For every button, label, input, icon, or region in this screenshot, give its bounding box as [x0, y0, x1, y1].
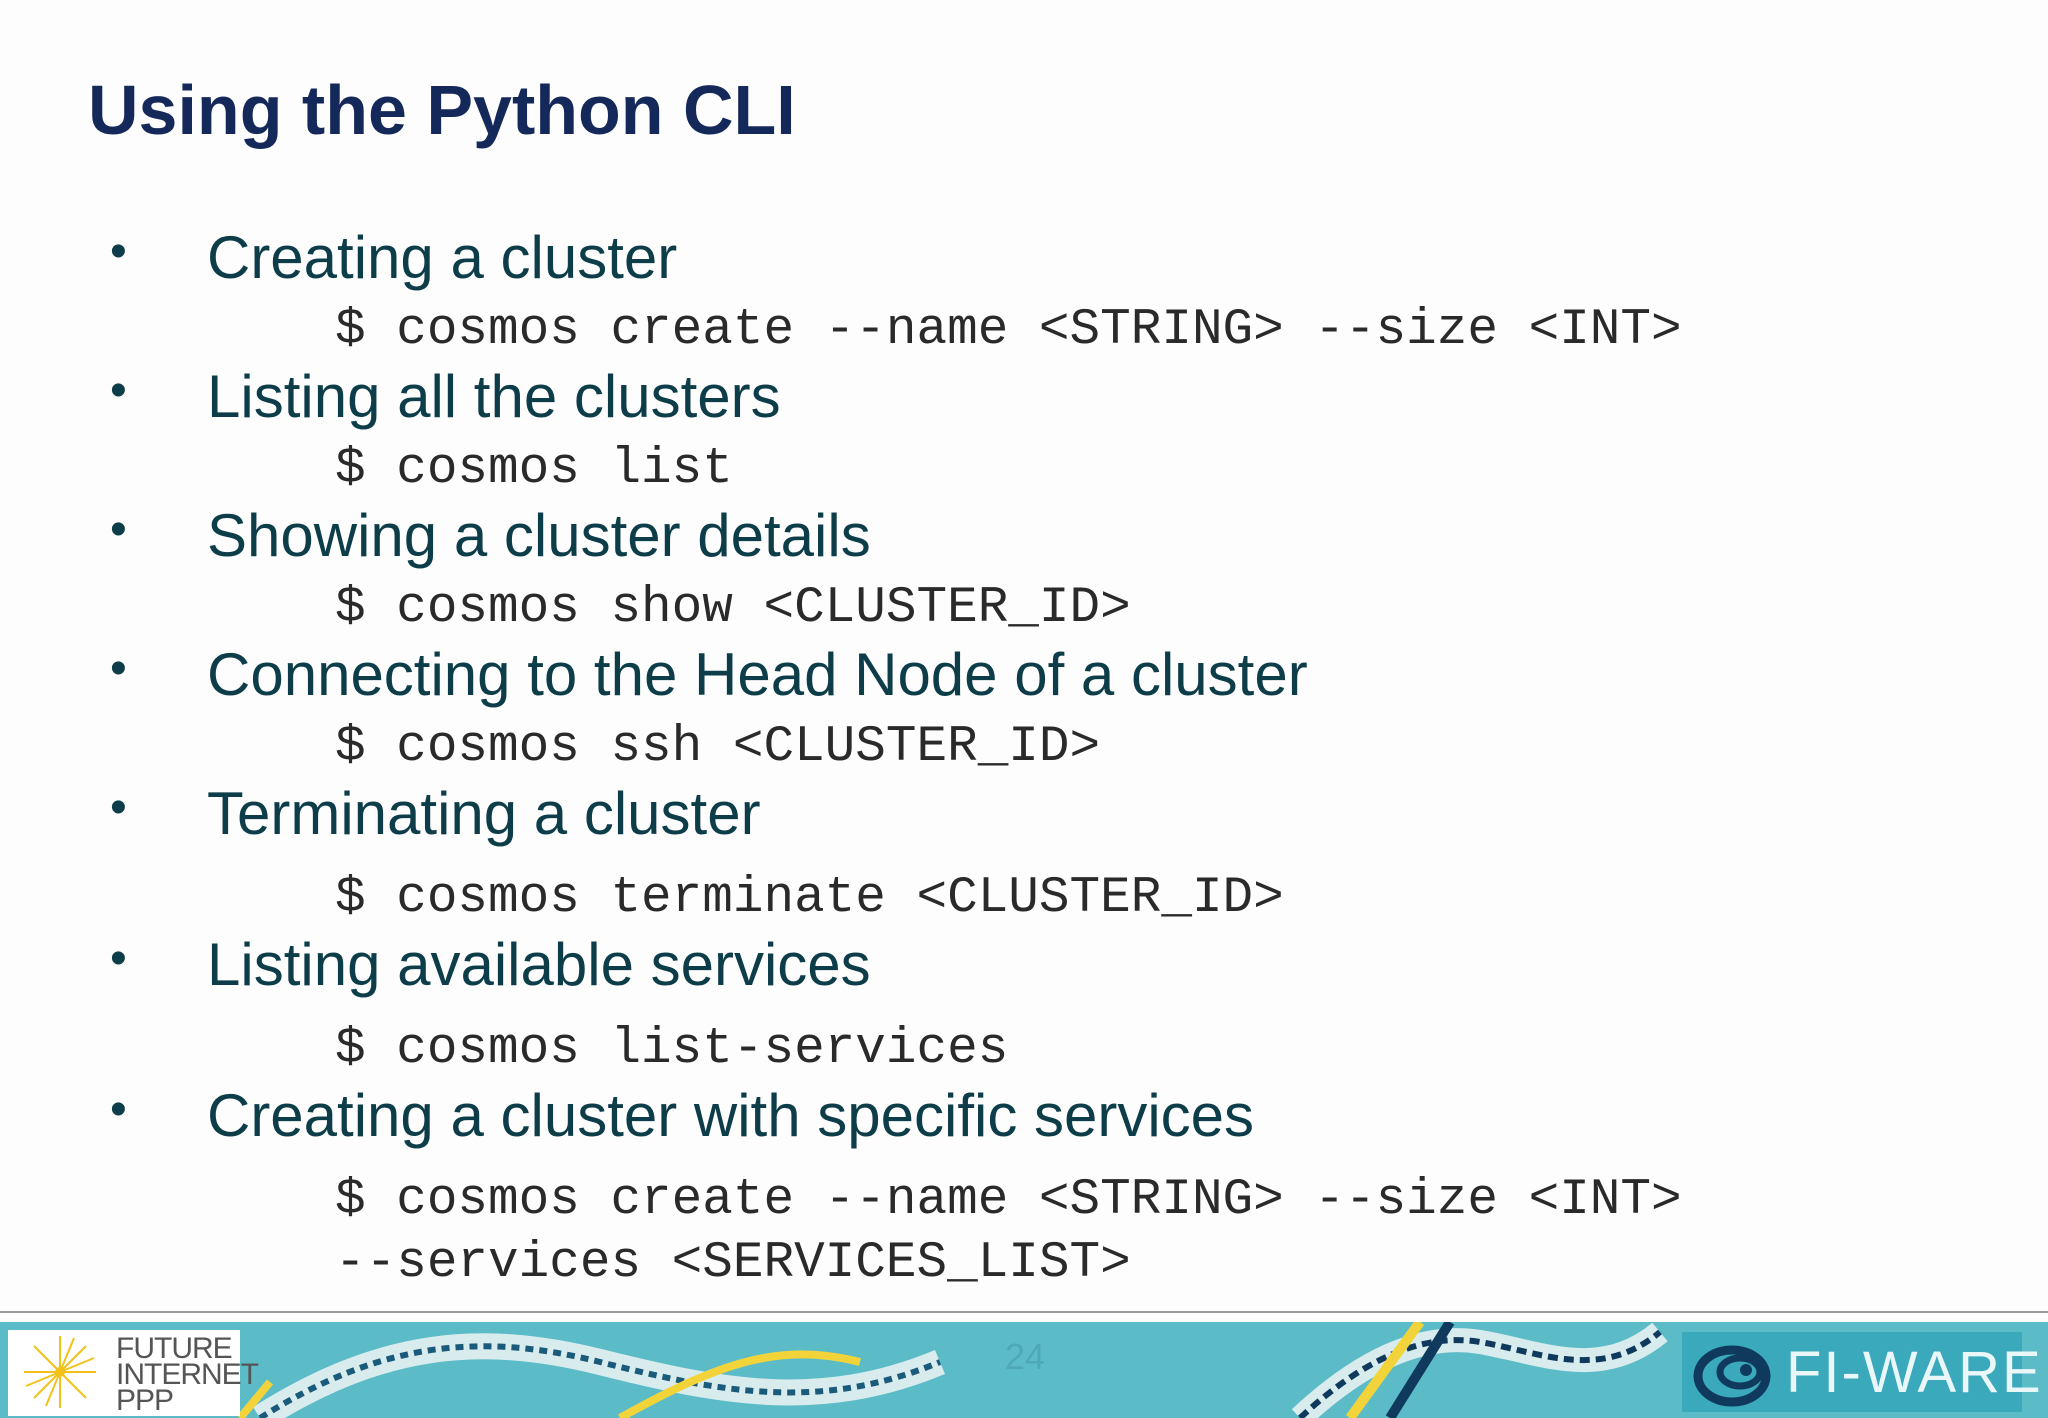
bullet: • — [110, 642, 127, 695]
item-label: Listing available services — [207, 931, 871, 998]
item-label: Connecting to the Head Node of a cluster — [207, 641, 1308, 708]
item-label: Creating a cluster — [207, 224, 678, 291]
fiware-logo: FI-WARE — [1682, 1332, 2041, 1412]
command-line: --services <SERVICES_LIST> — [335, 1235, 1131, 1292]
item-label: Creating a cluster with specific service… — [207, 1082, 1255, 1149]
command-line: $ cosmos list — [335, 441, 733, 498]
fiware-wordmark: FI-WARE — [1786, 1340, 2043, 1405]
bullet: • — [110, 781, 127, 834]
item-label: Terminating a cluster — [207, 780, 761, 847]
command-line: $ cosmos ssh <CLUSTER_ID> — [335, 719, 1101, 776]
fiware-swirl-icon — [1693, 1345, 1771, 1407]
bullet: • — [110, 503, 127, 556]
command-line: $ cosmos show <CLUSTER_ID> — [335, 580, 1131, 637]
command-line: $ cosmos create --name <STRING> --size <… — [335, 302, 1682, 359]
command-line: $ cosmos list-services — [335, 1021, 1009, 1078]
command-line: $ cosmos create --name <STRING> --size <… — [335, 1172, 1682, 1229]
slide-title: Using the Python CLI — [88, 71, 796, 149]
logo-line: INTERNET — [116, 1358, 259, 1391]
footer-divider — [0, 1311, 2048, 1313]
ribbon-decoration — [236, 1322, 1668, 1418]
item-label: Showing a cluster details — [207, 502, 871, 569]
starburst-icon — [24, 1336, 96, 1408]
item-label: Listing all the clusters — [207, 363, 781, 430]
footer-banner: FUTURE INTERNET PPP 24 FI-WARE — [0, 1322, 2048, 1418]
future-internet-logo: FUTURE INTERNET PPP — [8, 1330, 259, 1417]
page-number: 24 — [1005, 1336, 1046, 1377]
command-line: $ cosmos terminate <CLUSTER_ID> — [335, 870, 1284, 927]
logo-line: FUTURE — [116, 1332, 233, 1365]
bullet: • — [110, 225, 127, 278]
logo-line: PPP — [116, 1384, 174, 1417]
bullet: • — [110, 1083, 127, 1136]
bullet: • — [110, 364, 127, 417]
bullet: • — [110, 932, 127, 985]
